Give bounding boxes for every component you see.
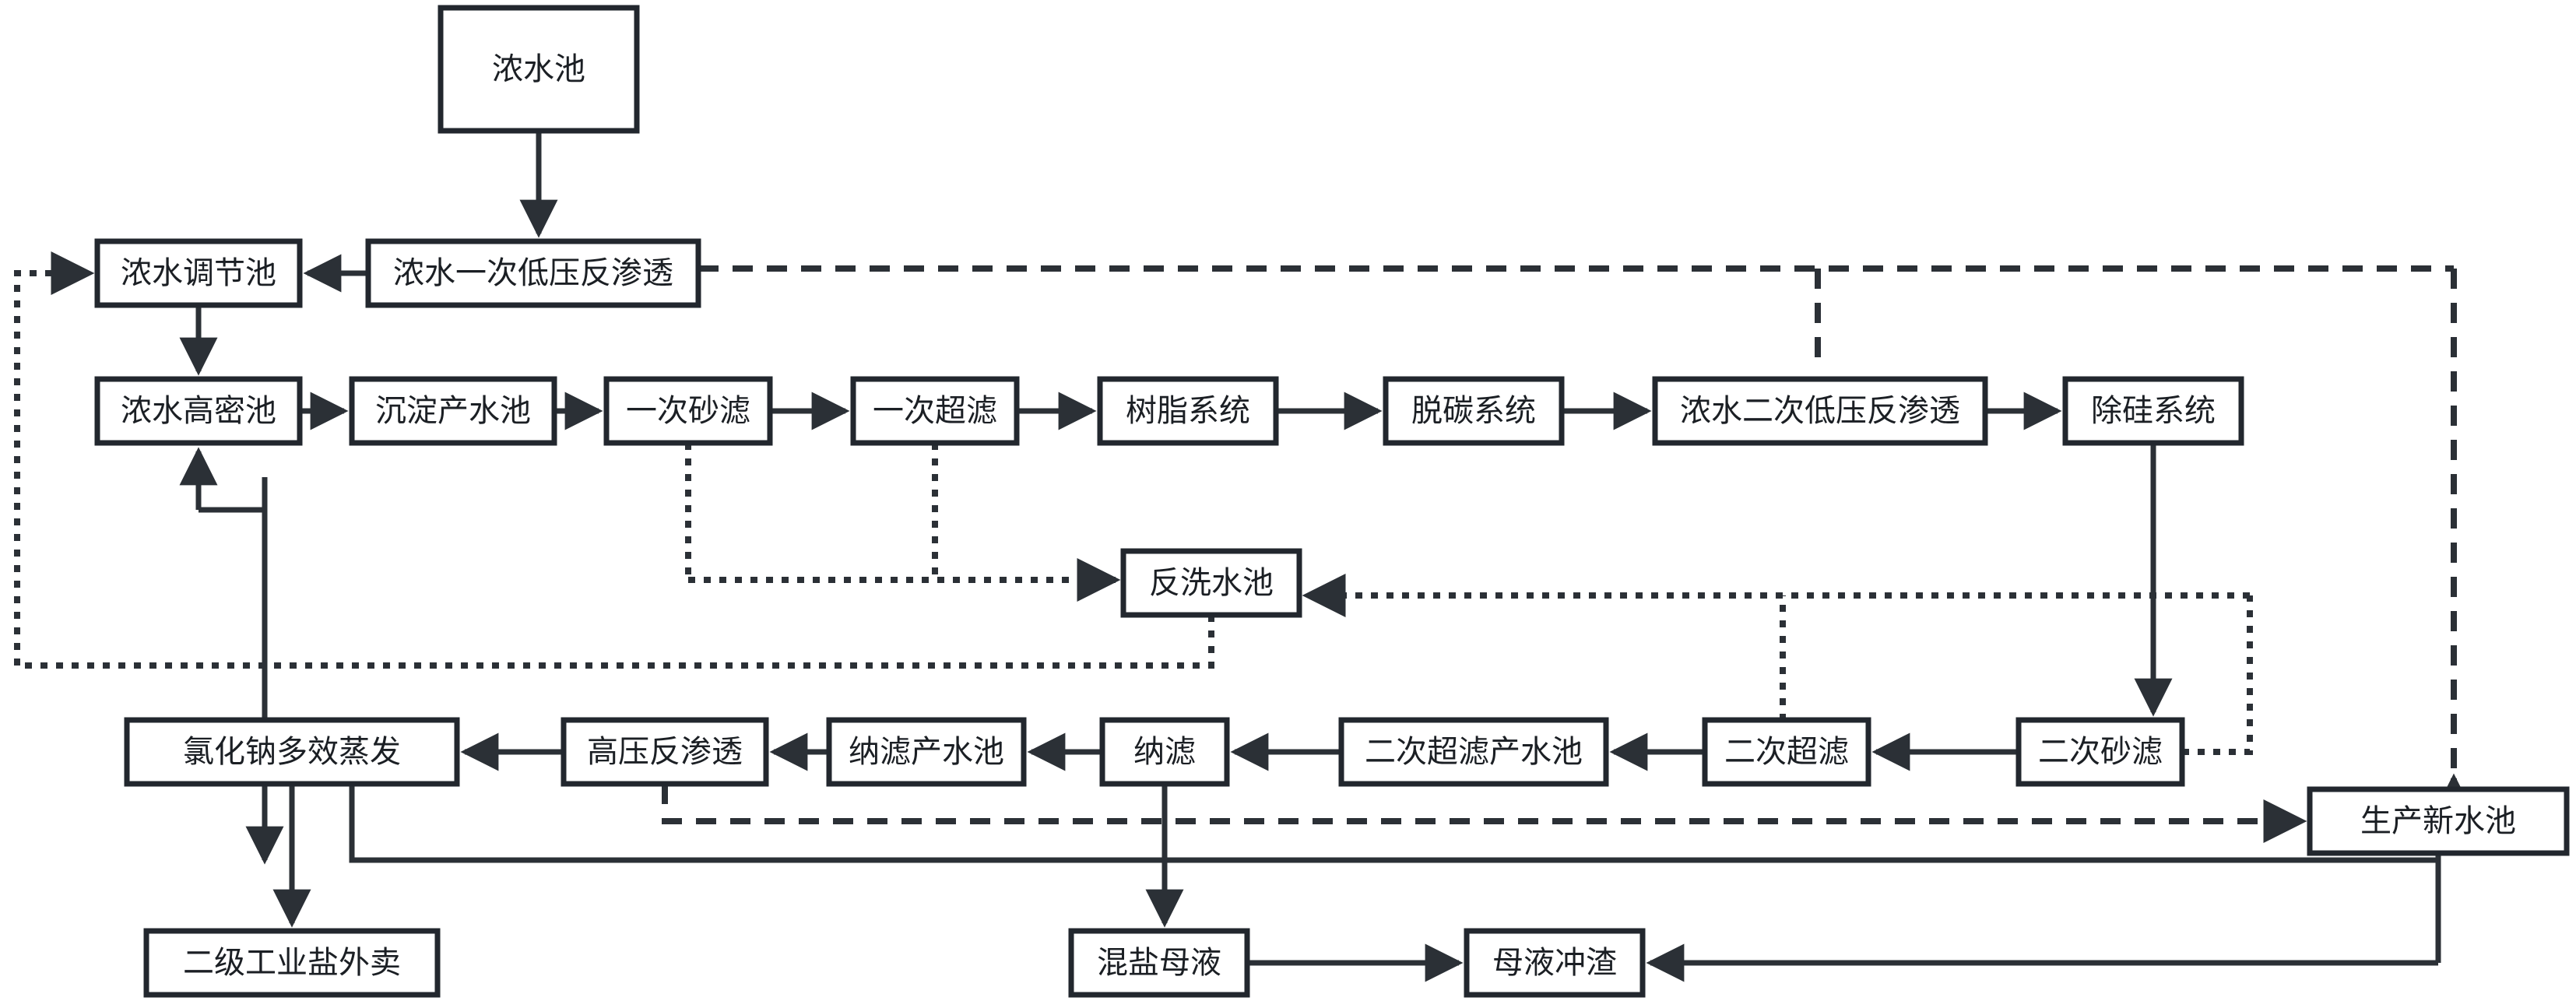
node-label: 混盐母液: [1097, 945, 1221, 981]
node-n9[interactable]: 脱碳系统: [1383, 376, 1565, 446]
node-box[interactable]: [2307, 786, 2570, 856]
node-label: 二级工业盐外卖: [183, 945, 401, 981]
node-n18[interactable]: 二次超滤: [1702, 717, 1871, 787]
node-n2[interactable]: 浓水调节池: [94, 238, 303, 308]
node-box[interactable]: [1097, 376, 1279, 446]
node-n16[interactable]: 纳滤: [1099, 717, 1230, 787]
node-label: 反洗水池: [1149, 565, 1274, 601]
edge-dot-return-to-tiaojiechi: [14, 251, 95, 666]
node-label: 二次超滤: [1724, 734, 1849, 770]
node-label: 氯化钠多效蒸发: [183, 734, 401, 770]
node-n11[interactable]: 除硅系统: [2062, 376, 2244, 446]
node-label: 浓水池: [492, 51, 585, 87]
node-n8[interactable]: 树脂系统: [1097, 376, 1279, 446]
edge-layer: [14, 131, 2476, 982]
node-n4[interactable]: 浓水高密池: [94, 376, 303, 446]
node-box[interactable]: [94, 238, 303, 308]
node-box[interactable]: [349, 376, 557, 446]
node-box[interactable]: [1068, 928, 1250, 998]
node-n13[interactable]: 氯化钠多效蒸发: [124, 717, 460, 787]
node-box[interactable]: [1383, 376, 1565, 446]
node-box[interactable]: [850, 376, 1020, 446]
node-n7[interactable]: 一次超滤: [850, 376, 1020, 446]
node-label: 纳滤: [1133, 734, 1196, 770]
node-box[interactable]: [2062, 376, 2244, 446]
node-n20[interactable]: 生产新水池: [2307, 786, 2570, 856]
node-n22[interactable]: 混盐母液: [1068, 928, 1250, 998]
node-label: 浓水高密池: [121, 393, 276, 429]
node-n14[interactable]: 高压反渗透: [561, 717, 769, 787]
node-box[interactable]: [438, 5, 640, 134]
node-box[interactable]: [143, 928, 441, 998]
node-box[interactable]: [124, 717, 460, 787]
node-box[interactable]: [1120, 548, 1302, 618]
node-n6[interactable]: 一次砂滤: [603, 376, 773, 446]
node-label: 浓水调节池: [121, 255, 276, 291]
node-box[interactable]: [94, 376, 303, 446]
node-n5[interactable]: 沉淀产水池: [349, 376, 557, 446]
node-n1[interactable]: 浓水池: [438, 5, 640, 134]
node-n10[interactable]: 浓水二次低压反渗透: [1652, 376, 1988, 446]
node-box[interactable]: [1338, 717, 1609, 787]
edge-recycle-corner: [199, 477, 268, 513]
edge-dash-gaoyaro-to-xinshuichi: [662, 784, 2307, 843]
node-label: 浓水一次低压反渗透: [393, 255, 673, 291]
node-n21[interactable]: 二级工业盐外卖: [143, 928, 441, 998]
node-label: 脱碳系统: [1411, 393, 1536, 429]
node-label: 除硅系统: [2091, 393, 2216, 429]
node-box[interactable]: [1702, 717, 1871, 787]
node-n15[interactable]: 纳滤产水池: [826, 717, 1027, 787]
node-box[interactable]: [2015, 717, 2185, 787]
node-box[interactable]: [1464, 928, 1646, 998]
node-label: 二次砂滤: [2038, 734, 2163, 770]
node-label: 纳滤产水池: [849, 734, 1004, 770]
node-box[interactable]: [1652, 376, 1988, 446]
node-label: 树脂系统: [1126, 393, 1250, 429]
node-n12[interactable]: 反洗水池: [1120, 548, 1302, 618]
node-box[interactable]: [561, 717, 769, 787]
node-label: 浓水二次低压反渗透: [1680, 393, 1960, 429]
node-n23[interactable]: 母液冲渣: [1464, 928, 1646, 998]
node-box[interactable]: [826, 717, 1027, 787]
node-n3[interactable]: 浓水一次低压反渗透: [365, 238, 701, 308]
node-n19[interactable]: 二次砂滤: [2015, 717, 2185, 787]
node-label: 一次砂滤: [626, 393, 750, 429]
node-label: 二次超滤产水池: [1365, 734, 1583, 770]
node-label: 一次超滤: [873, 393, 997, 429]
node-box[interactable]: [365, 238, 701, 308]
node-label: 母液冲渣: [1492, 945, 1617, 981]
node-label: 沉淀产水池: [375, 393, 531, 429]
node-box[interactable]: [1099, 717, 1230, 787]
node-label: 高压反渗透: [587, 734, 743, 770]
node-box[interactable]: [603, 376, 773, 446]
node-n17[interactable]: 二次超滤产水池: [1338, 717, 1609, 787]
node-label: 生产新水池: [2360, 803, 2516, 839]
edge-dot-fanxi-return-run: [17, 615, 1214, 669]
